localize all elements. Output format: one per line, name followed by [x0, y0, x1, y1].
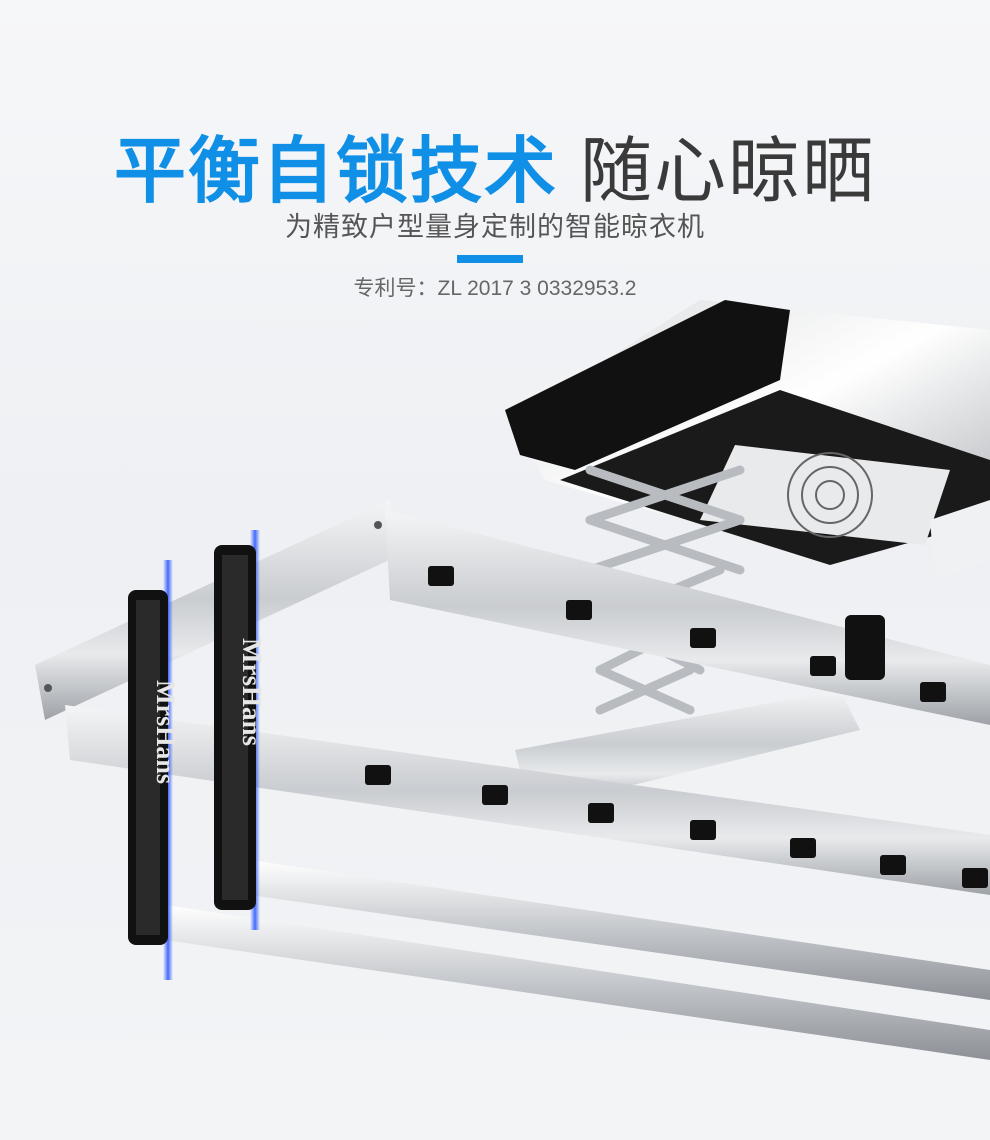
- middle-rail: [65, 705, 990, 895]
- brand-label-right: MrsHans: [237, 638, 267, 746]
- headline-accent: 平衡自锁技术: [113, 129, 558, 213]
- lower-tube-1: [250, 860, 990, 1000]
- center-support: [515, 690, 860, 810]
- headline: 平衡自锁技术随心晾晒: [0, 112, 990, 217]
- subtitle: 为精致户型量身定制的智能晾衣机: [285, 212, 705, 243]
- end-post-right: [214, 545, 256, 910]
- patent-number: 专利号：ZL 2017 3 0332953.2: [353, 277, 637, 300]
- brand-label-left: MrsHans: [151, 680, 180, 784]
- end-post-left: [128, 590, 168, 945]
- headline-rest: 随心晾晒: [580, 129, 877, 213]
- accent-divider: [457, 255, 523, 263]
- motor-housing: [505, 300, 990, 580]
- lower-tube-2: [165, 905, 990, 1060]
- front-rail: [385, 510, 990, 725]
